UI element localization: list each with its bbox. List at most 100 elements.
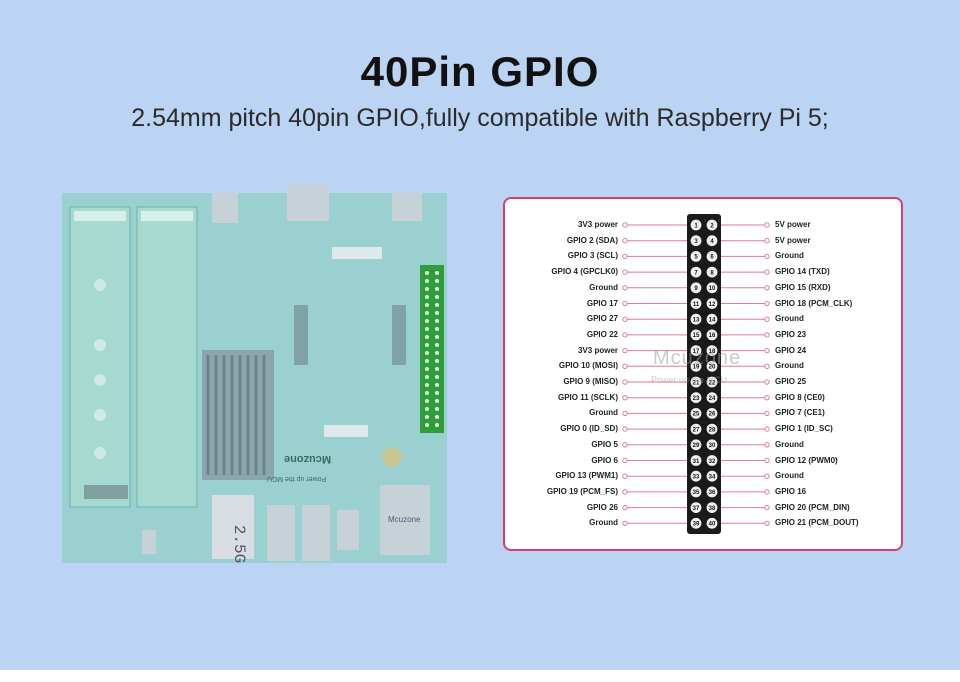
fpc-connector — [324, 425, 368, 437]
pin-dot — [764, 520, 770, 526]
pin-dot — [764, 238, 770, 244]
board-image: Mcuzone Power up the MCU 2.5G Mcuzone — [62, 185, 462, 565]
pin-dot — [622, 222, 628, 228]
pin-number: 9 — [694, 286, 698, 292]
usb-c-port — [142, 530, 156, 554]
standoff — [94, 409, 106, 421]
ethernet-port — [380, 485, 430, 555]
battery — [382, 447, 402, 467]
pin-label-right: GPIO 20 (PCM_DIN) — [775, 502, 850, 512]
pin-number: 20 — [709, 365, 716, 371]
usb-port — [302, 505, 330, 561]
pin — [706, 392, 718, 404]
pin — [706, 486, 718, 498]
pin-dot — [622, 269, 628, 275]
pin — [706, 266, 718, 278]
pin-label-right: GPIO 14 (TXD) — [775, 267, 830, 277]
pin — [690, 439, 702, 451]
pin-label-left: GPIO 19 (PCM_FS) — [546, 486, 618, 496]
pin — [706, 455, 718, 466]
pin — [706, 345, 718, 356]
pin-number: 27 — [693, 427, 700, 433]
pin-label-right: GPIO 18 (PCM_CLK) — [775, 298, 853, 308]
pin-label-left: GPIO 27 — [586, 314, 618, 324]
pin-label-left: GPIO 5 — [591, 439, 618, 449]
pin — [690, 392, 702, 404]
pin — [706, 408, 718, 419]
pin-label-left: GPIO 6 — [591, 455, 618, 465]
pin-number: 26 — [709, 412, 716, 418]
pin — [690, 313, 702, 325]
pin-label-right: 5V power — [775, 235, 811, 245]
pin-label-left: 3V3 power — [577, 345, 618, 355]
pin-number: 7 — [694, 270, 698, 276]
pin-label-right: GPIO 1 (ID_SC) — [775, 424, 833, 434]
pin-dot — [764, 489, 770, 495]
pin-label-left: GPIO 26 — [586, 502, 618, 512]
pin-number: 34 — [709, 475, 716, 481]
pin-label-left: GPIO 4 (GPCLK0) — [551, 267, 618, 277]
pin-label-left: Ground — [589, 408, 618, 418]
pin — [706, 439, 718, 451]
pin-dot — [622, 426, 628, 432]
pin-label-right: Ground — [775, 471, 804, 481]
pin-label-right: Ground — [775, 314, 804, 324]
pin-label-right: GPIO 7 (CE1) — [775, 408, 825, 418]
pin — [690, 408, 702, 419]
sd-slot — [392, 193, 422, 221]
pin-dot — [622, 410, 628, 417]
pin — [706, 470, 718, 482]
pin-number: 11 — [693, 302, 700, 308]
ethernet-module — [212, 495, 254, 559]
fpc-connector — [332, 247, 382, 259]
pin-dot — [622, 457, 628, 464]
pin-dot — [764, 504, 770, 511]
pin-label-left: GPIO 22 — [586, 329, 618, 339]
page-subtitle: 2.54mm pitch 40pin GPIO,fully compatible… — [131, 104, 829, 132]
pin — [690, 470, 702, 482]
pin — [706, 235, 718, 247]
pin-dot — [622, 442, 628, 448]
pin-dot — [764, 253, 770, 260]
pin-dot — [622, 238, 628, 244]
pin-dot — [764, 269, 770, 275]
pin-dot — [764, 316, 770, 322]
pin-number: 8 — [710, 270, 714, 276]
pin-label-left: GPIO 3 (SCL) — [567, 251, 618, 261]
usb-port — [337, 510, 359, 550]
board-svg — [62, 185, 447, 563]
pin-number: 23 — [693, 396, 700, 402]
pin-label-right: GPIO 16 — [775, 486, 807, 496]
pin-label-left: GPIO 13 (PWM1) — [555, 471, 618, 481]
pin-label-left: GPIO 0 (ID_SD) — [560, 424, 618, 434]
pin-label-left: 3V3 power — [577, 220, 618, 229]
pin-number: 38 — [709, 506, 716, 512]
pin-number: 1 — [694, 223, 698, 229]
standoff — [94, 339, 106, 351]
pin-number: 10 — [709, 286, 716, 292]
pin-dot — [764, 379, 770, 385]
pin — [690, 219, 702, 231]
pin — [706, 502, 718, 513]
pin — [690, 235, 702, 247]
pin — [690, 360, 702, 372]
pin-dot — [622, 473, 628, 479]
pin-number: 19 — [693, 365, 700, 371]
pin-dot — [764, 426, 770, 432]
pin-number: 2 — [710, 223, 714, 229]
pin-label-right: GPIO 25 — [775, 377, 807, 386]
pin-label-right: GPIO 8 (CE0) — [775, 392, 825, 402]
pin-label-left: GPIO 10 (MOSI) — [558, 361, 618, 371]
fpc-connector — [392, 305, 406, 365]
pin — [706, 329, 718, 341]
usb-port — [212, 193, 238, 223]
pin-number: 31 — [693, 459, 700, 465]
page-title: 40Pin GPIO — [360, 48, 600, 95]
pin-label-right: Ground — [775, 251, 804, 261]
pin-number: 33 — [693, 475, 700, 481]
pin-number: 37 — [693, 506, 700, 512]
pin — [690, 502, 702, 513]
pin — [706, 219, 718, 231]
